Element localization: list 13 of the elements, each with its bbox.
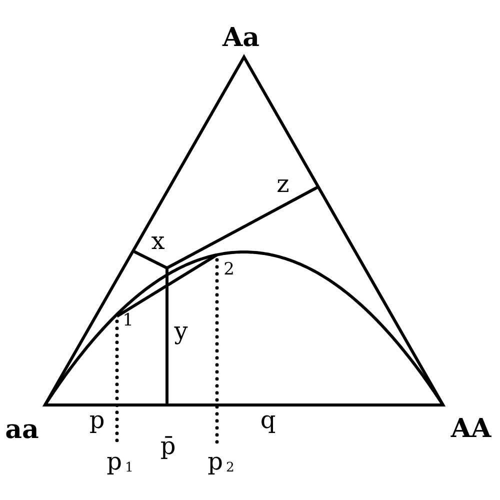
vertex-label: aa: [5, 417, 39, 443]
vertex-label: AA: [450, 416, 492, 442]
point-number: 1: [122, 312, 134, 330]
frequency-label: q: [260, 408, 276, 432]
segment-label: y: [174, 319, 188, 343]
frequency-label: p$_{1}$: [106, 449, 134, 475]
segment-label: x: [151, 229, 165, 253]
frequency-label: p̄: [160, 434, 176, 458]
point-number: 2: [224, 262, 234, 278]
segment-label: z: [276, 172, 290, 196]
frequency-label: p: [89, 408, 105, 432]
vertex-label: Aa: [222, 25, 260, 51]
frequency-label: p$_{2}$: [208, 449, 234, 475]
